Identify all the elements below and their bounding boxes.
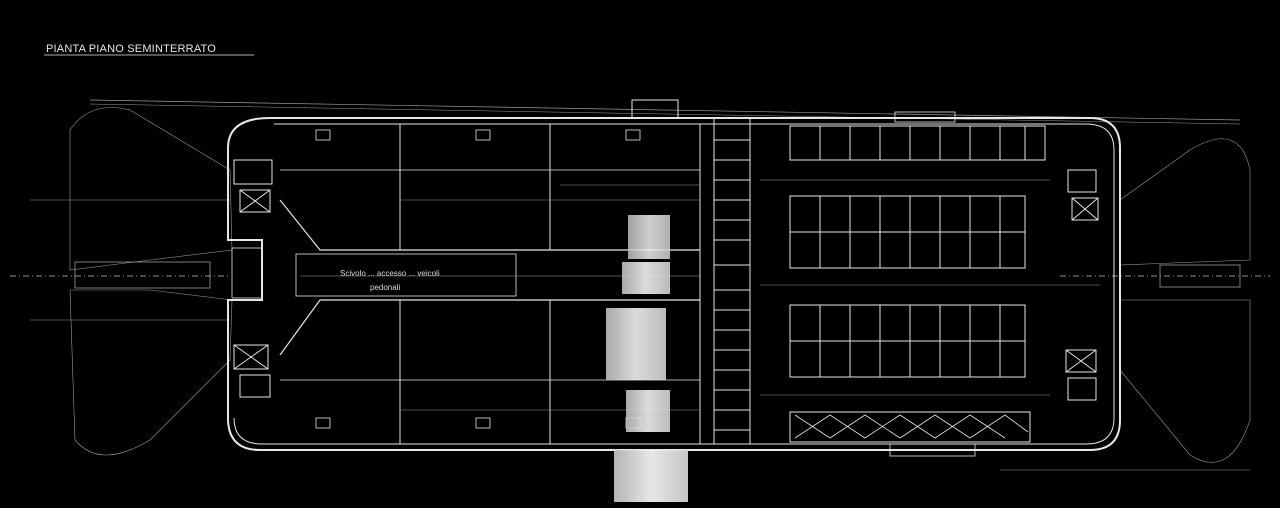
building-outline	[227, 117, 1121, 451]
central-stair	[713, 117, 751, 445]
right-parking-area	[760, 125, 1100, 443]
central-corridor: Scivolo ... accesso ... veicoli pedonali	[279, 199, 700, 356]
ramp-annotation-line1: Scivolo ... accesso ... veicoli	[340, 269, 440, 278]
right-stair-cores	[1065, 169, 1099, 401]
blurred-patches	[606, 215, 688, 502]
right-exterior-area	[1060, 138, 1270, 463]
left-exterior-area	[10, 107, 233, 456]
ramp-annotation-line2: pedonali	[370, 283, 400, 292]
left-stair-cores	[231, 159, 273, 398]
top-entrance	[631, 99, 679, 119]
plan-title: PIANTA PIANO SEMINTERRATO	[46, 43, 216, 55]
left-upper-rooms	[280, 124, 701, 300]
